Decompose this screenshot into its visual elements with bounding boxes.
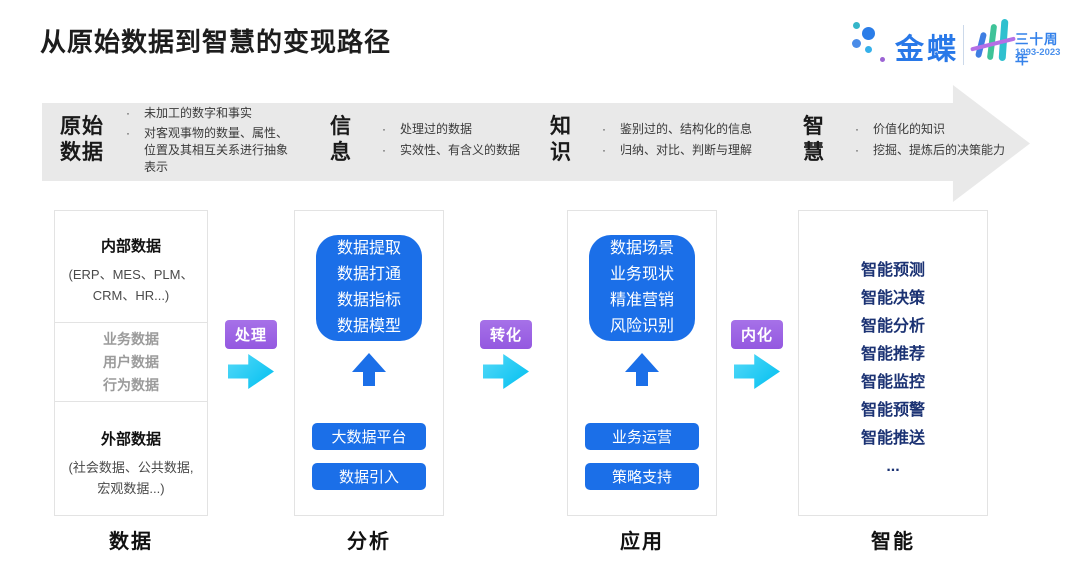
column-footer-application: 应用 bbox=[620, 531, 664, 553]
internal-data-sub: (ERP、MES、PLM、CRM、HR...) bbox=[68, 267, 194, 303]
transform-badge: 转化 bbox=[480, 320, 532, 349]
intelligence-item: 智能推荐 bbox=[860, 346, 925, 363]
intelligence-item: 智能分析 bbox=[860, 318, 925, 335]
card-line: 数据打通 bbox=[336, 266, 401, 283]
brand-name: 金蝶 bbox=[895, 34, 960, 66]
internalize-badge: 内化 bbox=[731, 320, 783, 349]
stage-bullets: 未加工的数字和事实 对客观事物的数量、属性、位置及其相互关系进行抽象表示 bbox=[120, 102, 296, 179]
logo-dot-icon bbox=[865, 46, 872, 53]
business-operation-pill: 业务运营 bbox=[585, 423, 699, 450]
process-badge: 处理 bbox=[225, 320, 277, 349]
logo-divider bbox=[963, 25, 964, 65]
analysis-box: 数据提取 数据打通 数据指标 数据模型 大数据平台 数据引入 bbox=[294, 210, 444, 516]
bullet-item: 归纳、对比、判断与理解 bbox=[596, 142, 752, 159]
right-arrow-icon bbox=[483, 354, 529, 389]
logo-dot-icon bbox=[852, 39, 861, 48]
column-footer-data: 数据 bbox=[109, 531, 153, 553]
right-arrow-icon bbox=[734, 354, 780, 389]
card-line: 数据场景 bbox=[609, 240, 674, 257]
kingdee-logo: 金蝶 三十周年 1993-2023 bbox=[845, 16, 1070, 78]
logo-dot-icon bbox=[862, 27, 875, 40]
bullet-item: 处理过的数据 bbox=[376, 121, 520, 138]
card-line: 数据提取 bbox=[336, 240, 401, 257]
intelligence-item: 智能预测 bbox=[860, 262, 925, 279]
data-type-item: 行为数据 bbox=[103, 376, 159, 393]
intelligence-list: 智能预测 智能决策 智能分析 智能推荐 智能监控 智能预警 智能推送 ... bbox=[799, 211, 987, 481]
page-title: 从原始数据到智慧的变现路径 bbox=[40, 27, 392, 57]
card-line: 风险识别 bbox=[609, 318, 674, 335]
banner-stage-information: 信 息 处理过的数据 实效性、有含义的数据 bbox=[330, 104, 520, 176]
banner-stage-knowledge: 知 识 鉴别过的、结构化的信息 归纳、对比、判断与理解 bbox=[550, 104, 752, 176]
big-data-platform-pill: 大数据平台 bbox=[312, 423, 426, 450]
up-arrow-icon bbox=[625, 353, 659, 386]
right-arrow-icon bbox=[228, 354, 274, 389]
card-line: 精准营销 bbox=[609, 292, 674, 309]
data-sources-box: 内部数据 (ERP、MES、PLM、CRM、HR...) 业务数据 用户数据 行… bbox=[54, 210, 208, 516]
logo-dot-icon bbox=[853, 22, 860, 29]
data-type-item: 用户数据 bbox=[103, 353, 159, 370]
external-data-section: 外部数据 (社会数据、公共数据, 宏观数据...) bbox=[55, 402, 207, 499]
application-box: 数据场景 业务现状 精准营销 风险识别 业务运营 策略支持 bbox=[567, 210, 717, 516]
bullet-item: 未加工的数字和事实 bbox=[120, 105, 296, 122]
intelligence-item: 智能决策 bbox=[860, 290, 925, 307]
banner-stage-wisdom: 智 慧 价值化的知识 挖掘、提炼后的决策能力 bbox=[803, 104, 1005, 176]
intelligence-box: 智能预测 智能决策 智能分析 智能推荐 智能监控 智能预警 智能推送 ... bbox=[798, 210, 988, 516]
bullet-item: 鉴别过的、结构化的信息 bbox=[596, 121, 752, 138]
banner-stage-raw-data: 原始 数据 未加工的数字和事实 对客观事物的数量、属性、位置及其相互关系进行抽象… bbox=[60, 104, 296, 176]
external-data-sub: (社会数据、公共数据, 宏观数据...) bbox=[68, 460, 194, 496]
stage-label: 智 慧 bbox=[803, 115, 825, 164]
intelligence-item: 智能监控 bbox=[860, 374, 925, 391]
bullet-item: 实效性、有含义的数据 bbox=[376, 142, 520, 159]
strategy-support-pill: 策略支持 bbox=[585, 463, 699, 490]
stage-label: 知 识 bbox=[550, 115, 572, 164]
data-import-pill: 数据引入 bbox=[312, 463, 426, 490]
data-type-item: 业务数据 bbox=[103, 330, 159, 347]
external-data-heading: 外部数据 bbox=[100, 431, 161, 448]
card-line: 业务现状 bbox=[609, 266, 674, 283]
card-line: 数据指标 bbox=[336, 292, 401, 309]
connector-internalize: 内化 bbox=[727, 320, 787, 389]
card-line: 数据模型 bbox=[336, 318, 401, 335]
logo-dot-icon bbox=[880, 57, 885, 62]
middle-data-section: 业务数据 用户数据 行为数据 bbox=[55, 323, 207, 402]
anniversary-years: 1993-2023 bbox=[1015, 47, 1061, 58]
anniversary-label: 三十周年 bbox=[1015, 32, 1059, 67]
bullet-item: 价值化的知识 bbox=[849, 121, 1005, 138]
column-footer-analysis: 分析 bbox=[347, 531, 391, 553]
stage-label: 原始 数据 bbox=[60, 115, 104, 164]
analysis-card: 数据提取 数据打通 数据指标 数据模型 bbox=[316, 235, 422, 341]
thirty-anniversary-mark-icon bbox=[970, 16, 1016, 68]
internal-data-section: 内部数据 (ERP、MES、PLM、CRM、HR...) bbox=[55, 211, 207, 323]
application-card: 数据场景 业务现状 精准营销 风险识别 bbox=[589, 235, 695, 341]
bullet-item: 对客观事物的数量、属性、位置及其相互关系进行抽象表示 bbox=[120, 125, 296, 176]
connector-process: 处理 bbox=[221, 320, 281, 389]
column-footer-intelligence: 智能 bbox=[871, 531, 915, 553]
stage-label: 信 息 bbox=[330, 115, 352, 164]
up-arrow-icon bbox=[352, 353, 386, 386]
stage-bullets: 价值化的知识 挖掘、提炼后的决策能力 bbox=[849, 117, 1005, 163]
connector-transform: 转化 bbox=[476, 320, 536, 389]
stage-bullets: 处理过的数据 实效性、有含义的数据 bbox=[376, 117, 520, 163]
intelligence-item: 智能推送 bbox=[860, 430, 925, 447]
intelligence-item: 智能预警 bbox=[860, 402, 925, 419]
stage-bullets: 鉴别过的、结构化的信息 归纳、对比、判断与理解 bbox=[596, 117, 752, 163]
intelligence-item-ellipsis: ... bbox=[886, 458, 900, 475]
bullet-item: 挖掘、提炼后的决策能力 bbox=[849, 142, 1005, 159]
internal-data-heading: 内部数据 bbox=[100, 238, 161, 255]
